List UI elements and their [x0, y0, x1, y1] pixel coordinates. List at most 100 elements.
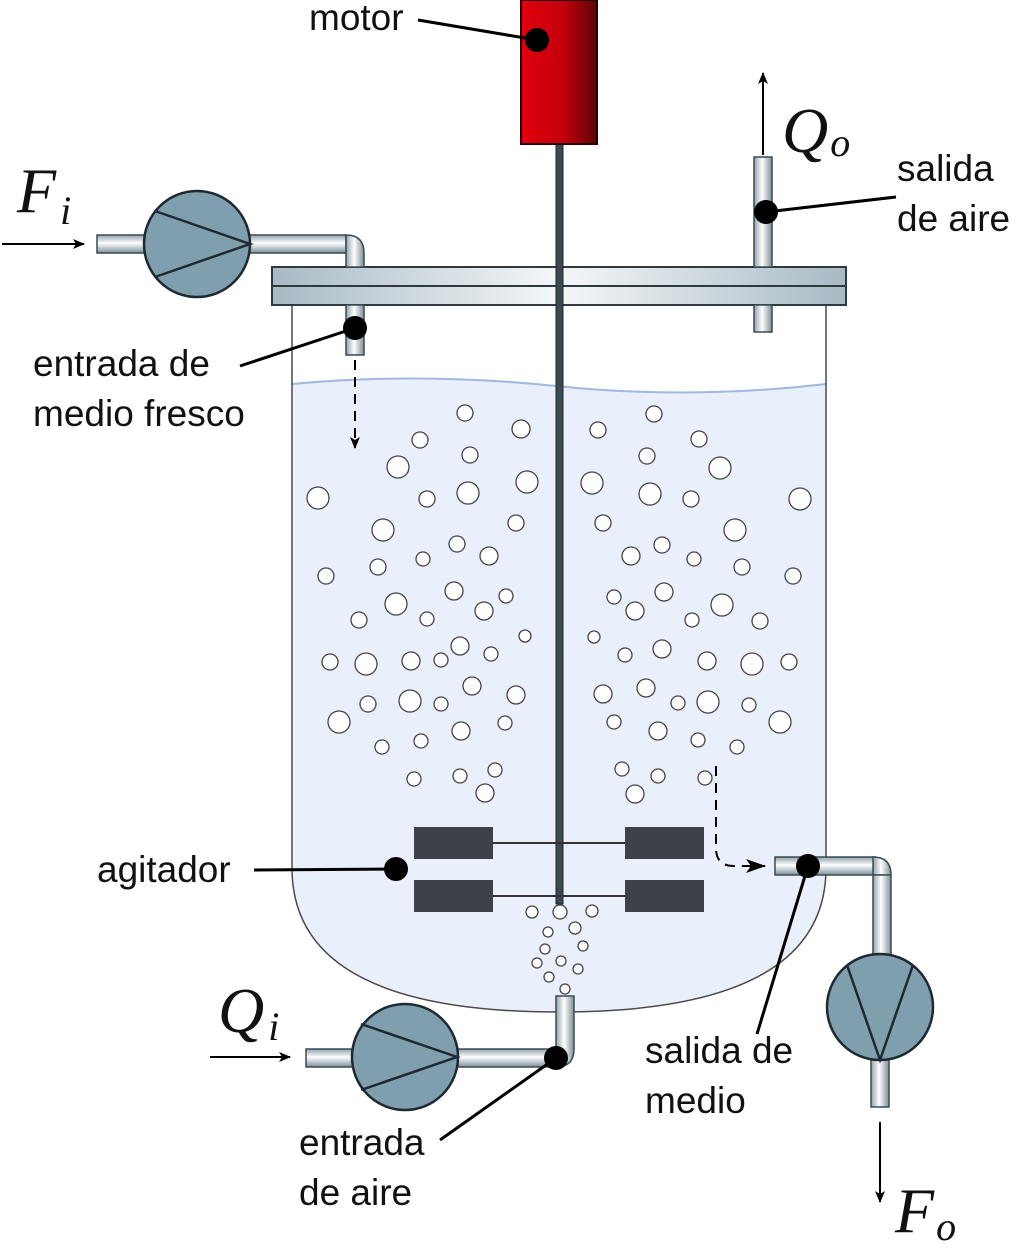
bubble [708, 456, 732, 480]
bubble [321, 653, 339, 671]
bubble [483, 646, 499, 662]
bubble [350, 611, 368, 629]
bubble [653, 536, 671, 554]
bubble [697, 770, 713, 786]
bubble [625, 601, 645, 621]
medium-outlet-line [774, 856, 935, 1108]
bubble [450, 636, 470, 656]
bubble [696, 690, 720, 714]
bubble [451, 721, 471, 741]
bubble [539, 943, 551, 955]
bubble [710, 593, 734, 617]
air-pump [350, 1002, 460, 1112]
bubble [518, 629, 532, 643]
bubble [497, 715, 513, 731]
paddle-top-right [625, 827, 704, 859]
bubble [456, 404, 474, 422]
agitator-shaft [555, 143, 564, 905]
label-entrada-aire-line2: de aire [299, 1172, 412, 1213]
bubble [359, 695, 377, 713]
bubble [625, 784, 645, 804]
bubble [638, 482, 662, 506]
text-labels: motor salida de aire entrada de medio fr… [16, 0, 1010, 1249]
leaders [239, 18, 897, 1142]
bubble [614, 761, 630, 777]
bubble [654, 582, 674, 602]
bubble [354, 652, 378, 676]
label-entrada-medio-line2: medio fresco [33, 393, 245, 434]
bubble [433, 652, 449, 668]
bubble [552, 904, 568, 920]
bubble [398, 689, 422, 713]
bubble [448, 535, 466, 553]
bubble [406, 771, 422, 787]
paddle-bottom-right [625, 880, 704, 912]
bubble [474, 601, 494, 621]
bubble [525, 905, 539, 919]
bubble [741, 697, 757, 713]
salida-medio-dot [796, 854, 820, 878]
label-motor: motor [309, 0, 404, 38]
bubble [577, 940, 589, 952]
bubble [327, 710, 351, 734]
bubble [697, 651, 717, 671]
bubble [594, 514, 612, 532]
bubble [475, 783, 495, 803]
bubble [684, 612, 700, 628]
air-outlet-line [753, 156, 773, 333]
bubble [733, 558, 751, 576]
bubble [723, 518, 747, 542]
label-salida-aire-line1: salida [897, 148, 994, 189]
bubble [589, 421, 607, 439]
label-salida-medio-line1: salida de [645, 1030, 793, 1071]
bubble [369, 558, 387, 576]
bubble [479, 546, 499, 566]
bubble [555, 955, 567, 967]
bubble [452, 768, 468, 784]
bubble [317, 567, 335, 585]
outlet-pump [825, 952, 935, 1062]
bubble [543, 971, 555, 983]
salida-aire-dot [754, 200, 778, 224]
bubble [568, 921, 582, 935]
bubble [515, 470, 539, 494]
bubble [433, 696, 449, 712]
var-air-out: Qo [782, 95, 850, 166]
bubble [374, 739, 390, 755]
bubble [606, 714, 622, 730]
bubble [788, 487, 812, 511]
bubble [648, 721, 668, 741]
bubble [444, 581, 464, 601]
bubble [506, 685, 526, 705]
bubble [511, 419, 531, 439]
bubble [690, 732, 706, 748]
bubble [306, 486, 330, 510]
entrada-aire-dot [544, 1046, 568, 1070]
label-agitador: agitador [97, 849, 231, 890]
feed-pump [142, 189, 252, 299]
bubble [461, 446, 479, 464]
bubble [645, 405, 663, 423]
bubble [542, 926, 554, 938]
bubble [780, 653, 798, 671]
bubble [401, 651, 421, 671]
bubble [652, 639, 672, 659]
medium-out-dash [715, 766, 766, 873]
var-feed-out: Fo [894, 1175, 956, 1249]
bubble [386, 455, 410, 479]
bubble [729, 739, 745, 755]
bubble [751, 612, 769, 630]
bubble [670, 695, 686, 711]
bubble [462, 676, 482, 696]
air-inlet-line [305, 995, 575, 1112]
bubble [621, 546, 641, 566]
bubble [371, 518, 395, 542]
bubble [606, 589, 622, 605]
paddle-top-left [414, 827, 493, 859]
bubble [686, 551, 702, 567]
entrada-medio-dot [343, 316, 367, 340]
